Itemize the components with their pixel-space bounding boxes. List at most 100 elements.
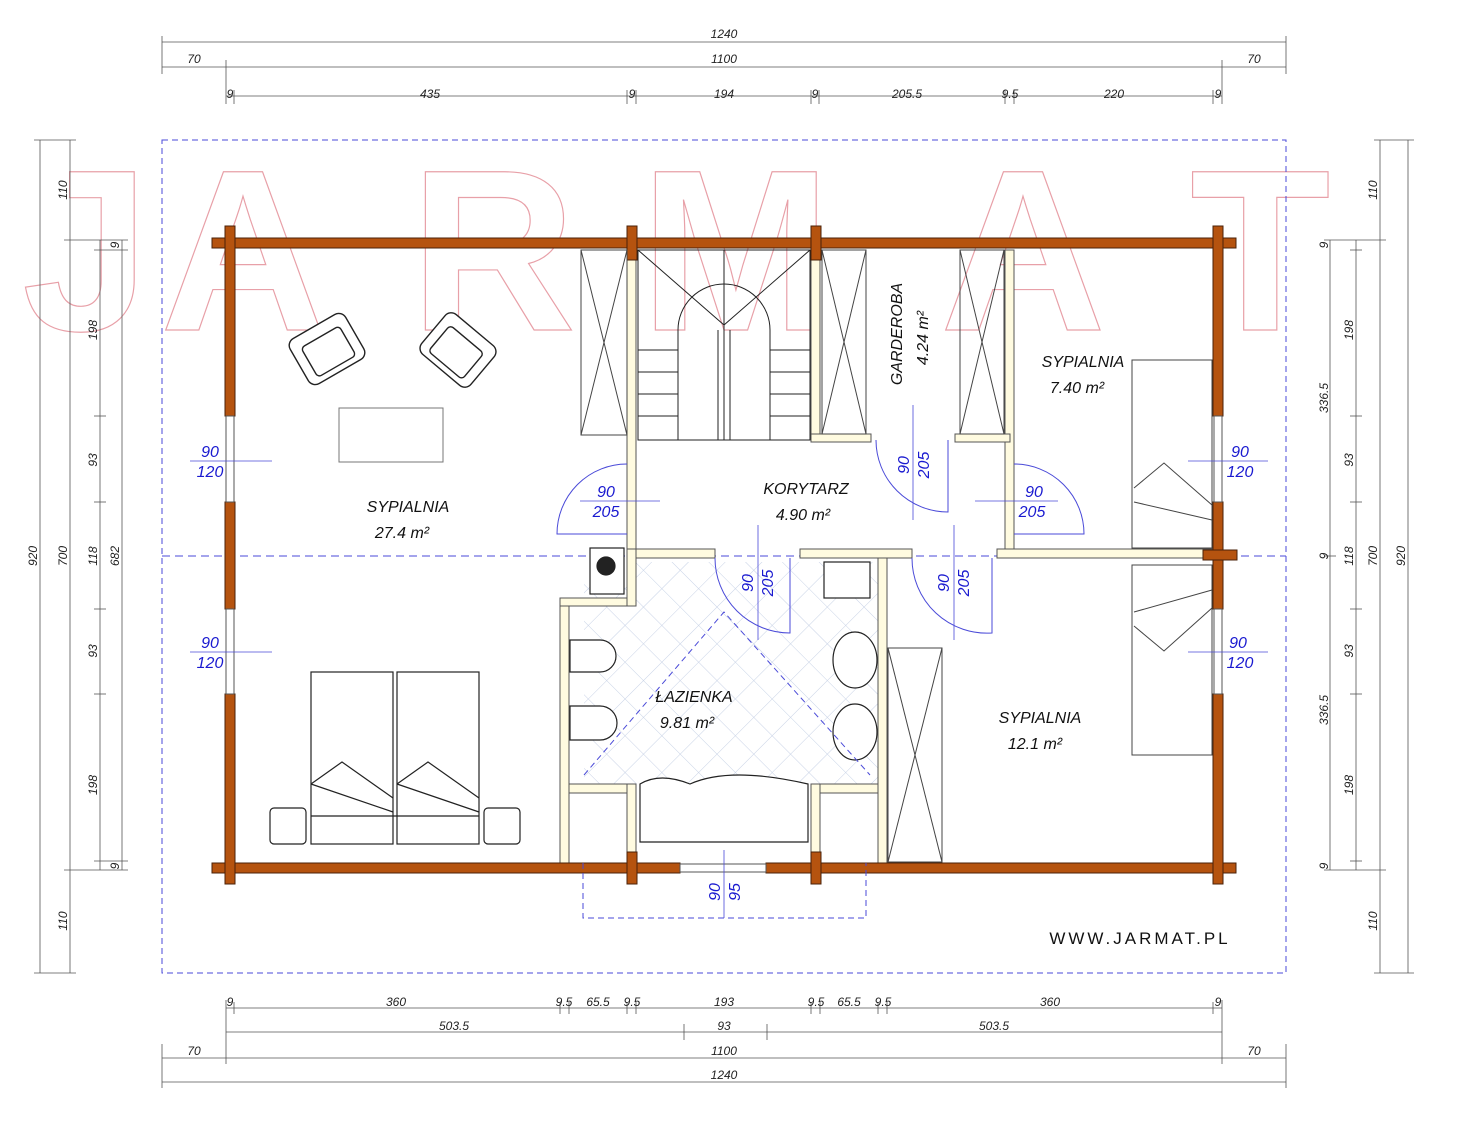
- dim-label: 65.5: [586, 995, 610, 1009]
- right-dimensions: [1324, 139, 1414, 974]
- dim-label: 9: [1317, 862, 1331, 869]
- opening-width: 90: [1231, 444, 1249, 461]
- opening-width: 90: [201, 635, 219, 652]
- staircase: [637, 249, 811, 441]
- dim-label: 700: [56, 546, 70, 566]
- room-area: 12.1 m²: [1008, 736, 1063, 753]
- dim-label: 93: [1342, 644, 1356, 658]
- room-area: 9.81 m²: [660, 715, 715, 732]
- opening-height: 95: [727, 883, 744, 901]
- coffee-table: [338, 407, 444, 463]
- dim-label: 9: [1317, 552, 1331, 559]
- dim-label: 9: [108, 862, 122, 869]
- room-area: 4.90 m²: [776, 507, 831, 524]
- dim-label: 205.5: [891, 87, 922, 101]
- opening-width: 90: [597, 484, 615, 501]
- dim-label: 198: [86, 775, 100, 795]
- dim-label: 700: [1366, 546, 1380, 566]
- dim-label: 336.5: [1317, 695, 1331, 725]
- opening-width: 90: [707, 883, 724, 901]
- opening-width: 90: [1229, 635, 1247, 652]
- dim-label: 920: [1394, 546, 1408, 566]
- dim-label: 360: [1040, 995, 1060, 1009]
- dim-label: 9.5: [1002, 87, 1019, 101]
- room-name: GARDEROBA: [889, 283, 906, 385]
- opening-width: 90: [936, 574, 953, 592]
- dim-label: 1100: [711, 1044, 737, 1058]
- room-name: KORYTARZ: [763, 481, 850, 498]
- opening-width: 90: [740, 574, 757, 592]
- right-dimension-labels: 9 336.5 9 336.5 9 198 93 118 93 198 110 …: [1317, 180, 1408, 930]
- opening-width: 90: [896, 456, 913, 474]
- attic-stairs: [1131, 359, 1213, 756]
- top-dimension-labels: 1240 70 1100 70 9 435 9 194 9 205.5 9.5 …: [187, 27, 1261, 101]
- dim-label: 682: [108, 546, 122, 566]
- website-label: WWW.JARMAT.PL: [1049, 929, 1230, 948]
- dim-label: 220: [1103, 87, 1124, 101]
- exterior-walls: [211, 225, 1238, 885]
- dim-label: 194: [714, 87, 734, 101]
- opening-height: 120: [1227, 464, 1254, 481]
- bottom-dimension-labels: 9 360 9.5 65.5 9.5 193 9.5 65.5 9.5 360 …: [187, 995, 1261, 1082]
- watermark-letter: T: [1190, 122, 1331, 379]
- dim-label: 110: [1366, 911, 1380, 930]
- dim-label: 9: [108, 241, 122, 248]
- dim-label: 503.5: [979, 1019, 1009, 1033]
- dim-label: 70: [1247, 1044, 1261, 1058]
- dim-label: 360: [386, 995, 406, 1009]
- room-area: 7.40 m²: [1050, 380, 1105, 397]
- left-dimensions: [34, 139, 128, 974]
- dim-label: 118: [1342, 546, 1356, 565]
- dim-label: 9.5: [875, 995, 892, 1009]
- opening-height: 120: [1227, 655, 1254, 672]
- opening-labels: 90 120 90 120 90 120 90 120 90 205 90 20…: [190, 405, 1268, 918]
- double-bed: [269, 671, 521, 845]
- room-name: SYPIALNIA: [999, 710, 1082, 727]
- room-name: SYPIALNIA: [367, 499, 450, 516]
- dim-label: 70: [187, 1044, 201, 1058]
- dim-label: 70: [187, 52, 201, 66]
- dim-label: 9.5: [556, 995, 573, 1009]
- armchair: [288, 312, 497, 388]
- watermark-letter: J: [22, 122, 150, 379]
- dim-label: 920: [26, 546, 40, 566]
- opening-width: 90: [201, 444, 219, 461]
- room-name: ŁAZIENKA: [655, 689, 732, 706]
- opening-height: 205: [592, 504, 620, 521]
- dim-label: 503.5: [439, 1019, 469, 1033]
- dim-label: 9: [812, 87, 819, 101]
- opening-height: 205: [916, 452, 933, 480]
- left-dimension-labels: 920 110 700 110 198 93 118 93 198 9 682 …: [26, 180, 122, 930]
- top-dimensions: [161, 36, 1287, 104]
- wardrobes: [580, 249, 1005, 863]
- dim-label: 9: [227, 87, 234, 101]
- room-area: 27.4 m²: [374, 525, 430, 542]
- opening-height: 205: [956, 570, 973, 598]
- opening-height: 120: [197, 464, 224, 481]
- dim-label: 198: [1342, 320, 1356, 340]
- bathroom-fixtures: [569, 547, 878, 843]
- opening-height: 205: [1018, 504, 1046, 521]
- dim-label: 9: [1215, 995, 1222, 1009]
- dim-label: 93: [86, 644, 100, 658]
- bottom-dimensions: [161, 1000, 1287, 1088]
- opening-width: 90: [1025, 484, 1043, 501]
- dim-label: 1240: [711, 27, 738, 41]
- dim-label: 110: [1366, 180, 1380, 199]
- dim-label: 9: [227, 995, 234, 1009]
- dim-label: 198: [1342, 775, 1356, 795]
- room-area: 4.24 m²: [915, 310, 932, 365]
- windows: [225, 415, 1223, 873]
- opening-height: 205: [760, 570, 777, 598]
- dim-label: 110: [56, 911, 70, 930]
- dim-label: 435: [420, 87, 440, 101]
- dim-label: 9: [1317, 241, 1331, 248]
- dim-label: 9: [629, 87, 636, 101]
- dim-label: 193: [714, 995, 734, 1009]
- dim-label: 1100: [711, 52, 737, 66]
- dim-label: 93: [717, 1019, 731, 1033]
- room-labels: SYPIALNIA 27.4 m² KORYTARZ 4.90 m² GARDE…: [367, 283, 1125, 753]
- dim-label: 110: [56, 180, 70, 199]
- door-swings: [556, 439, 1085, 919]
